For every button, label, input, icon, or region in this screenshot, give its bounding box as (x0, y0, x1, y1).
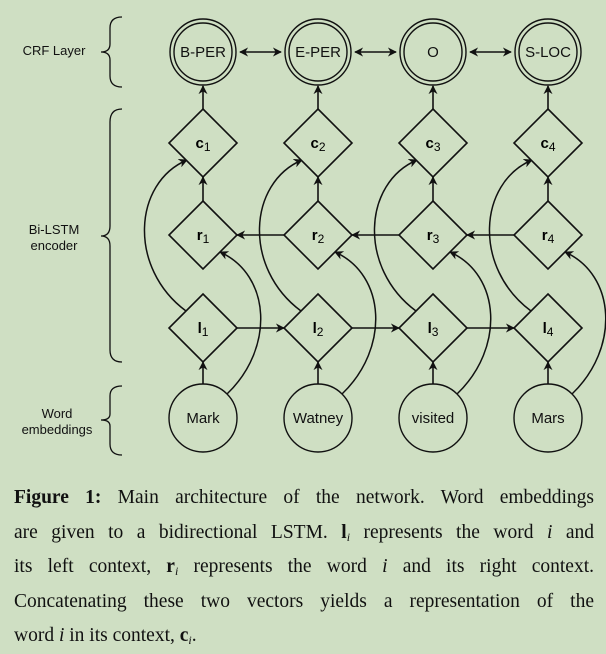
concat-label-c3: c3 (425, 135, 440, 154)
left-lstm-node-l2 (282, 292, 354, 364)
caption-line-1: Figure 1: Main architecture of the netwo… (14, 487, 594, 508)
crf-node-1-outer (169, 18, 237, 86)
crf-node-3-outer (399, 18, 467, 86)
left-lstm-node-l3 (397, 292, 469, 364)
crf-node-2-inner (288, 22, 348, 82)
concat-node-c4 (512, 107, 584, 179)
crf-node-1-inner (173, 22, 233, 82)
edge-l2-to-c2 (258, 159, 303, 312)
left-lstm-label-l2: l2 (313, 320, 324, 339)
left-lstm-label-l4: l4 (543, 320, 554, 339)
edge-l3-to-c3 (373, 159, 418, 312)
caption-figure-label: Figure 1: (14, 487, 102, 508)
encoder-brace (100, 108, 123, 363)
right-lstm-label-r3: r3 (427, 227, 440, 246)
edge-word1-to-r1 (219, 251, 262, 395)
word-label-4: Mars (531, 410, 564, 427)
left-lstm-node-l4 (512, 292, 584, 364)
layer-labels: CRF Layer Bi-LSTM encoder Word embedding… (22, 16, 123, 456)
encoder-label-line2: encoder (31, 238, 79, 253)
caption-line-5: word i in its context, ci. (14, 625, 197, 647)
word-node-1 (168, 383, 238, 453)
crf-tag-label-4: S-LOC (525, 44, 571, 61)
crf-tag-label-2: E-PER (295, 44, 341, 61)
left-lstm-label-l3: l3 (428, 320, 439, 339)
right-lstm-node-r1 (167, 199, 239, 271)
crf-node-4-outer (514, 18, 582, 86)
right-lstm-node-r2 (282, 199, 354, 271)
crf-node-4-inner (518, 22, 578, 82)
word-label-2: Watney (293, 410, 344, 427)
embeddings-label-line1: Word (42, 406, 73, 421)
embeddings-brace (100, 385, 123, 456)
crf-tag-label-1: B-PER (180, 44, 226, 61)
figure-caption: Figure 1: Main architecture of the netwo… (14, 481, 594, 654)
edge-word2-to-r2 (334, 251, 377, 395)
caption-line-2: are given to a bidirectional LSTM. li re… (14, 521, 594, 544)
word-label-3: visited (412, 410, 455, 427)
concat-node-c1 (167, 107, 239, 179)
concat-label-c1: c1 (195, 135, 210, 154)
word-node-2 (283, 383, 353, 453)
edge-l1-to-c1 (143, 159, 188, 312)
left-lstm-node-l1 (167, 292, 239, 364)
right-lstm-node-r4 (512, 199, 584, 271)
embeddings-label-line2: embeddings (22, 422, 93, 437)
edge-word3-to-r3 (449, 251, 492, 395)
word-node-3 (398, 383, 468, 453)
architecture-diagram: CRF Layer Bi-LSTM encoder Word embedding… (22, 16, 606, 456)
caption-line-3: its left context, ri represents the word… (14, 556, 594, 578)
encoder-label-line1: Bi-LSTM (29, 222, 80, 237)
right-lstm-label-r2: r2 (312, 227, 325, 246)
crf-node-2-outer (284, 18, 352, 86)
word-label-1: Mark (186, 410, 220, 427)
right-lstm-node-r3 (397, 199, 469, 271)
right-lstm-label-r4: r4 (542, 227, 555, 246)
concat-node-c2 (282, 107, 354, 179)
left-lstm-label-l1: l1 (198, 320, 209, 339)
crf-node-3-inner (403, 22, 463, 82)
crf-tag-label-3: O (427, 44, 439, 61)
concat-node-c3 (397, 107, 469, 179)
edge-l4-to-c4 (488, 159, 533, 312)
concat-label-c4: c4 (540, 135, 555, 154)
crf-layer-label: CRF Layer (23, 43, 87, 58)
caption-line-4: Concatenating these two vectors yields a… (14, 590, 594, 612)
edges (143, 47, 606, 395)
crf-brace (100, 16, 123, 88)
right-lstm-label-r1: r1 (197, 227, 210, 246)
word-node-4 (513, 383, 583, 453)
concat-label-c2: c2 (310, 135, 325, 154)
